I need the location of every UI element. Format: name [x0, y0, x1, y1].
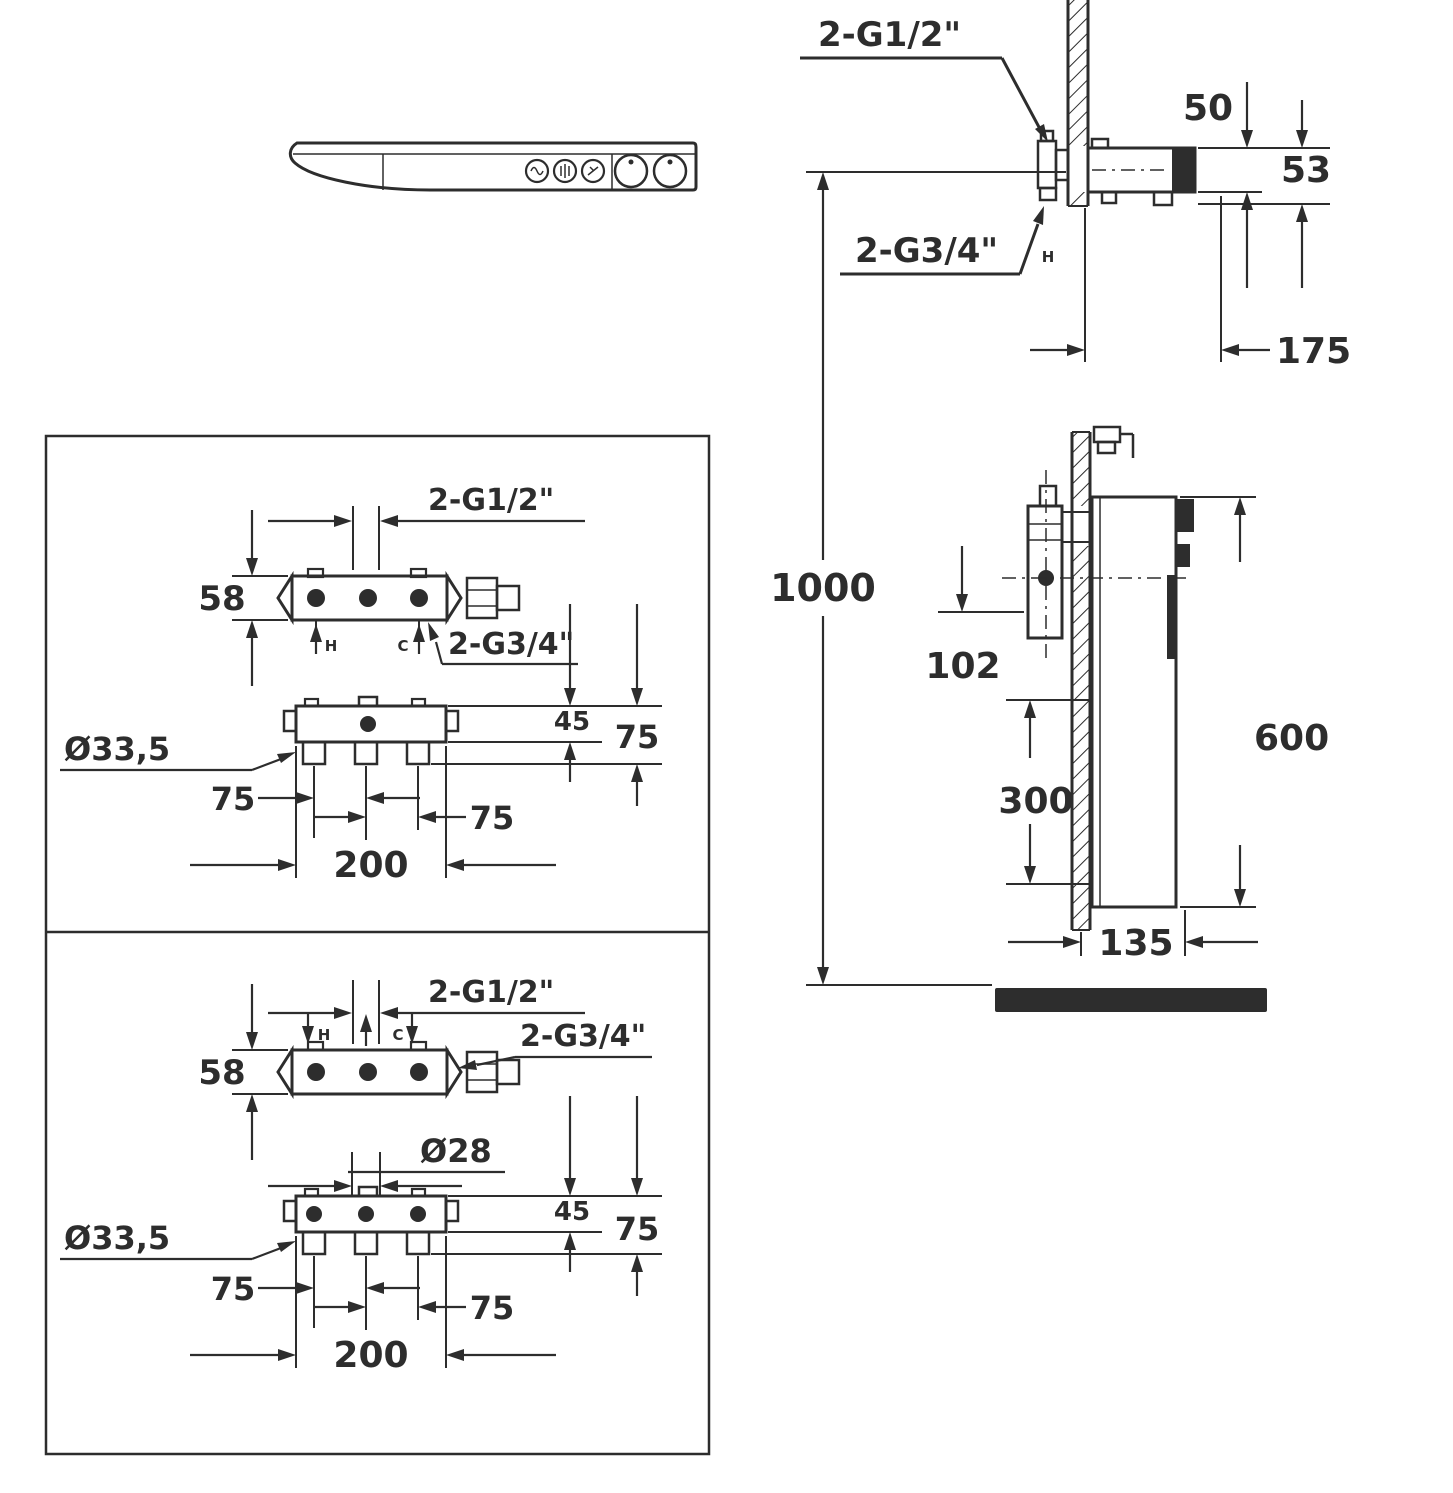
cold-port-label: C	[397, 637, 408, 655]
label-g12-side: 2-G1/2"	[800, 15, 1048, 142]
label-g12-p1: 2-G1/2"	[268, 483, 585, 570]
dia-28-label: Ø28	[420, 1132, 492, 1170]
outlet-fitting-p1	[465, 576, 521, 620]
dim-50-label: 50	[1183, 88, 1233, 129]
dia-335-label: Ø33,5	[64, 1219, 170, 1257]
port-labels-p2: H C	[302, 1014, 418, 1046]
dim-75-mid-p2: 75	[314, 1289, 514, 1327]
valve-top-view-p2	[276, 1040, 463, 1100]
g34-label: 2-G3/4"	[448, 627, 574, 662]
label-g34-p1: 2-G3/4"	[428, 622, 578, 666]
dim-600-label: 600	[1254, 718, 1329, 759]
ext-lines-right-p1	[431, 705, 662, 765]
dim-200-label: 200	[333, 1335, 408, 1376]
dim-45-label: 45	[554, 707, 590, 737]
mode-button-icon	[580, 158, 606, 184]
dim-600: 600	[1180, 496, 1329, 908]
dim-75-label: 75	[211, 1270, 256, 1308]
dim-75-label: 75	[615, 718, 660, 756]
front-view: 102 300 600 135	[925, 425, 1329, 1012]
dim-200-p1: 200	[190, 845, 556, 886]
wall-section-top	[1066, 0, 1090, 207]
plan-view	[288, 141, 698, 192]
dim-75-right-p2: 75	[615, 1096, 660, 1296]
rough-in-box	[44, 434, 711, 1456]
label-g34-p2: 2-G3/4"	[458, 1019, 652, 1070]
dim-50: 50	[1183, 82, 1330, 288]
hot-port-label: H	[325, 637, 338, 655]
control-knob-icon	[613, 153, 649, 189]
dim-53: 53	[1198, 100, 1331, 288]
dim-1000-label: 1000	[770, 566, 876, 610]
label-g12-p2: 2-G1/2"	[268, 975, 585, 1044]
dim-135-label: 135	[1098, 923, 1173, 964]
dim-102: 102	[925, 546, 1024, 687]
rough-in-panel-2: 2-G1/2" H C 2-G3/4"	[60, 975, 662, 1376]
dim-75-left-p2: 75	[211, 1270, 420, 1308]
wall-section-front	[1070, 431, 1092, 931]
dim-1000: 1000	[770, 171, 1066, 986]
shower-panel-side	[1090, 495, 1194, 909]
outlet-fitting-p2	[465, 1050, 521, 1094]
control-knob-icon	[652, 153, 688, 189]
dim-58-p2: 58	[198, 984, 288, 1160]
inlet-fitting	[1036, 129, 1070, 202]
g12-label: 2-G1/2"	[428, 975, 554, 1010]
dim-300-label: 300	[998, 781, 1073, 822]
g34-label: 2-G3/4"	[520, 1019, 646, 1054]
label-g34-side: 2-G3/4" H	[840, 206, 1055, 276]
dim-75-left-p1: 75	[211, 780, 420, 818]
dim-300: 300	[998, 699, 1090, 885]
floor-bar	[995, 988, 1267, 1012]
dim-45-p1: 45	[554, 604, 590, 782]
valve-top-view-p1	[276, 567, 463, 630]
cold-port-label: C	[392, 1026, 403, 1044]
dim-75-label: 75	[470, 799, 515, 837]
dim-45-p2: 45	[554, 1096, 590, 1272]
dia-335-label: Ø33,5	[64, 730, 170, 768]
dim-75-label: 75	[470, 1289, 515, 1327]
label-dia335-p1: Ø33,5	[60, 730, 296, 772]
dim-200-p2: 200	[190, 1335, 556, 1376]
dim-200-label: 200	[333, 845, 408, 886]
dim-102-label: 102	[925, 646, 1000, 687]
dim-58-label: 58	[198, 579, 245, 619]
center-lines-p1	[295, 746, 447, 878]
label-dia28-p2: Ø28	[268, 1132, 505, 1196]
hot-port-label: H	[318, 1026, 331, 1044]
mode-button-icon	[552, 158, 578, 184]
side-view: 2-G1/2" 2-G3/4" H 50 53	[770, 0, 1351, 986]
dim-58-label: 58	[198, 1053, 245, 1093]
dim-135: 135	[1008, 910, 1258, 964]
center-lines-p2	[295, 1236, 447, 1368]
dim-175: 175	[1030, 196, 1351, 372]
label-dia335-p2: Ø33,5	[60, 1219, 296, 1261]
mounting-bracket	[1092, 425, 1135, 458]
ext-lines-right-p2	[431, 1195, 662, 1255]
dim-58-p1: 58	[198, 510, 288, 686]
dim-175-label: 175	[1276, 331, 1351, 372]
dim-75-right-p1: 75	[615, 604, 660, 806]
g12-label: 2-G1/2"	[818, 15, 961, 55]
hot-port-label: H	[1042, 248, 1055, 266]
g12-label: 2-G1/2"	[428, 483, 554, 518]
valve-body-side	[1002, 470, 1186, 660]
dim-75-mid-p1: 75	[314, 799, 514, 837]
dim-75-label: 75	[615, 1210, 660, 1248]
mode-button-icon	[524, 158, 550, 184]
dim-53-label: 53	[1281, 150, 1331, 191]
dim-45-label: 45	[554, 1197, 590, 1227]
valve-front-view-p1	[282, 695, 460, 766]
valve-front-view-p2	[282, 1185, 460, 1256]
spout-side-view	[1086, 137, 1197, 207]
port-labels-p1: H C	[310, 624, 425, 655]
g34-label: 2-G3/4"	[855, 231, 998, 271]
rough-in-panel-1: 2-G1/2"	[60, 483, 662, 886]
dim-75-label: 75	[211, 780, 256, 818]
